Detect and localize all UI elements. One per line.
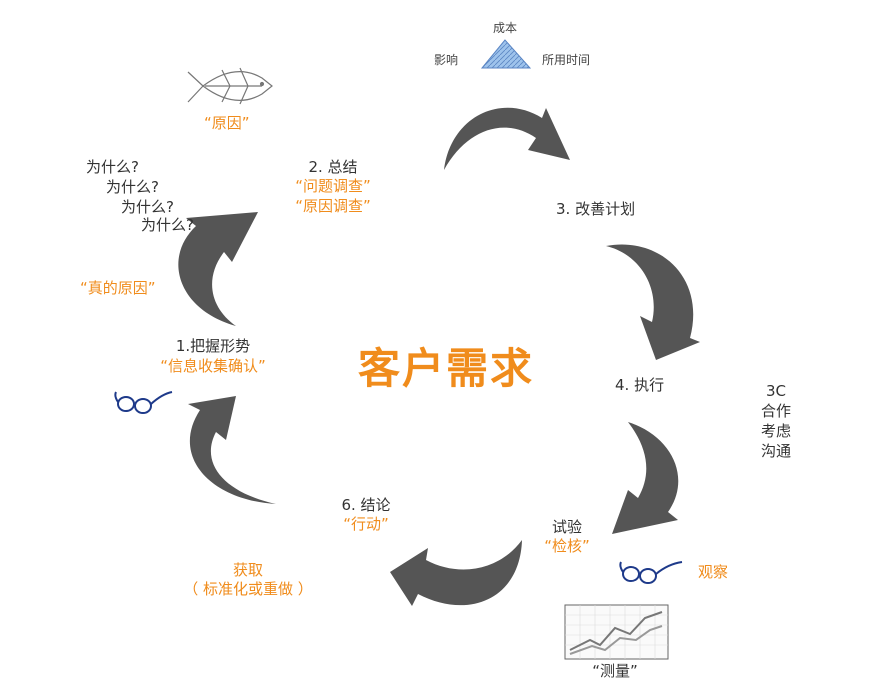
- three-c-line-2: 合作: [760, 402, 792, 420]
- obtain-line-1: 获取: [232, 561, 264, 579]
- step-4-title: 4. 执行: [615, 376, 665, 394]
- step-2-sub-2: “原因调查”: [295, 197, 371, 215]
- step-1-sub: “信息收集确认”: [160, 357, 266, 375]
- three-c-block: 3C 合作 考虑 沟通: [761, 381, 791, 461]
- step-5-title: 试验: [551, 518, 583, 536]
- arrow-1-to-2: [178, 212, 258, 326]
- why-1: 为什么?: [86, 158, 139, 176]
- arrow-5-to-6: [390, 540, 522, 606]
- measurement-chart-icon: [564, 604, 669, 660]
- step-6-title: 6. 结论: [341, 496, 391, 514]
- step-2-sub-1: “问题调查”: [295, 177, 371, 195]
- fishbone-icon: [187, 67, 273, 105]
- glasses-icon-observe: [619, 561, 683, 584]
- triangle-left-label: 影响: [434, 53, 459, 67]
- triangle-icon: [480, 39, 532, 69]
- arrow-3-to-4: [606, 244, 700, 360]
- cycle-arrows: [178, 107, 700, 606]
- three-c-line-4: 沟通: [760, 442, 792, 460]
- observe-label: 观察: [698, 563, 729, 581]
- step-2-title: 2. 总结: [308, 158, 358, 176]
- step-5-sub: “检核”: [544, 537, 590, 555]
- step-3-title: 3. 改善计划: [556, 200, 636, 218]
- why-4: 为什么?: [141, 216, 194, 234]
- glasses-icon: [114, 391, 173, 414]
- center-title: 客户需求: [357, 344, 535, 393]
- triangle-right-label: 所用时间: [542, 53, 591, 67]
- triangle-top-label: 成本: [492, 21, 518, 35]
- obtain-line-2: （ 标准化或重做 ）: [183, 580, 313, 598]
- step-1-title: 1.把握形势: [175, 337, 251, 355]
- arrow-2-to-3: [444, 107, 570, 170]
- three-c-line-3: 考虑: [760, 422, 792, 440]
- arrow-6-to-1: [188, 396, 276, 504]
- why-3: 为什么?: [121, 198, 174, 216]
- arrow-4-to-5: [612, 422, 679, 534]
- three-c-line-1: 3C: [765, 382, 787, 400]
- true-reason-label: “真的原因”: [80, 279, 156, 297]
- step-6-sub: “行动”: [343, 515, 389, 533]
- why-2: 为什么?: [106, 178, 159, 196]
- fish-label: “原因”: [204, 114, 250, 132]
- measure-label: “测量”: [592, 662, 638, 680]
